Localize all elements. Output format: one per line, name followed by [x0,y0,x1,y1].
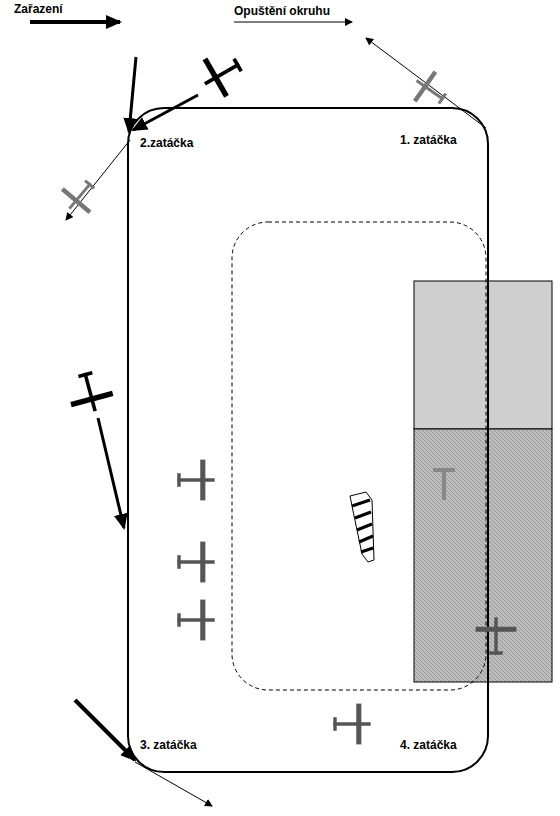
turn-label: 3. zatáčka [140,738,197,752]
maneuver-label: Opuštění okruhu [234,4,330,18]
turn-label: 4. zatáčka [400,738,457,752]
turn-label: 2.zatáčka [140,136,193,150]
turn-label: 1. zatáčka [400,133,457,147]
maneuver-label: Zařazení [14,2,63,16]
